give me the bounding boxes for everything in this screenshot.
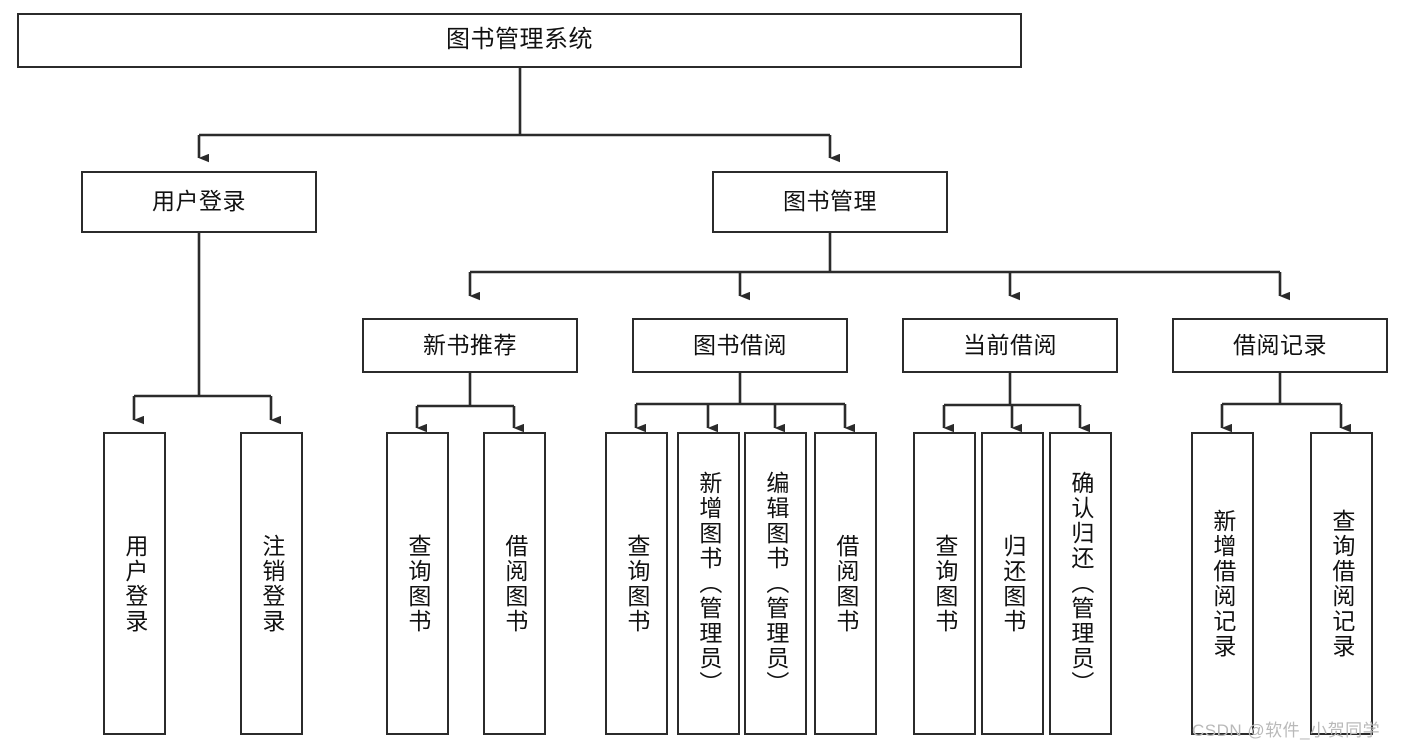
node-leaf-edit-book[interactable]: 编辑图书（管理员）: [744, 432, 807, 735]
node-label: 图书借阅: [693, 331, 787, 358]
csdn-watermark: CSDN @软件_小贺同学: [1192, 721, 1381, 740]
node-label: 注销登录: [258, 533, 285, 634]
node-leaf-add-borrow-record[interactable]: 新增借阅记录: [1191, 432, 1254, 735]
node-leaf-query-book-borrow[interactable]: 查询图书: [605, 432, 668, 735]
node-label: 查询借阅记录: [1328, 508, 1355, 659]
node-label: 用户登录: [152, 188, 246, 215]
node-leaf-query-book-recommend[interactable]: 查询图书: [386, 432, 449, 735]
node-leaf-query-book-current[interactable]: 查询图书: [913, 432, 976, 735]
node-leaf-borrow-book[interactable]: 借阅图书: [814, 432, 877, 735]
node-label: 归还图书: [999, 533, 1026, 634]
node-user-login[interactable]: 用户登录: [81, 171, 317, 233]
node-current-borrow[interactable]: 当前借阅: [902, 318, 1118, 373]
node-label: 用户登录: [121, 533, 148, 634]
node-new-book-recommend[interactable]: 新书推荐: [362, 318, 578, 373]
node-book-borrow[interactable]: 图书借阅: [632, 318, 848, 373]
node-label: 查询图书: [623, 533, 650, 634]
node-label: 图书管理系统: [446, 26, 593, 54]
node-leaf-confirm-return[interactable]: 确认归还（管理员）: [1049, 432, 1112, 735]
node-label: 当前借阅: [963, 331, 1057, 358]
node-label: 新增借阅记录: [1209, 508, 1236, 659]
node-label: 借阅图书: [832, 533, 859, 634]
node-leaf-return-book[interactable]: 归还图书: [981, 432, 1044, 735]
node-borrow-record[interactable]: 借阅记录: [1172, 318, 1388, 373]
node-label: 借阅记录: [1233, 331, 1327, 358]
node-label: 新书推荐: [423, 331, 517, 358]
node-label: 确认归还（管理员）: [1067, 471, 1094, 696]
node-book-management[interactable]: 图书管理: [712, 171, 948, 233]
node-leaf-add-book[interactable]: 新增图书（管理员）: [677, 432, 740, 735]
node-root-book-management-system[interactable]: 图书管理系统: [17, 13, 1022, 68]
node-leaf-query-borrow-record[interactable]: 查询借阅记录: [1310, 432, 1373, 735]
node-label: 图书管理: [783, 188, 877, 215]
node-label: 借阅图书: [501, 533, 528, 634]
node-label: 编辑图书（管理员）: [762, 471, 789, 696]
node-leaf-user-login[interactable]: 用户登录: [103, 432, 166, 735]
node-label: 查询图书: [404, 533, 431, 634]
node-leaf-logout-login[interactable]: 注销登录: [240, 432, 303, 735]
node-leaf-borrow-book-recommend[interactable]: 借阅图书: [483, 432, 546, 735]
node-label: 新增图书（管理员）: [695, 471, 722, 696]
node-label: 查询图书: [931, 533, 958, 634]
